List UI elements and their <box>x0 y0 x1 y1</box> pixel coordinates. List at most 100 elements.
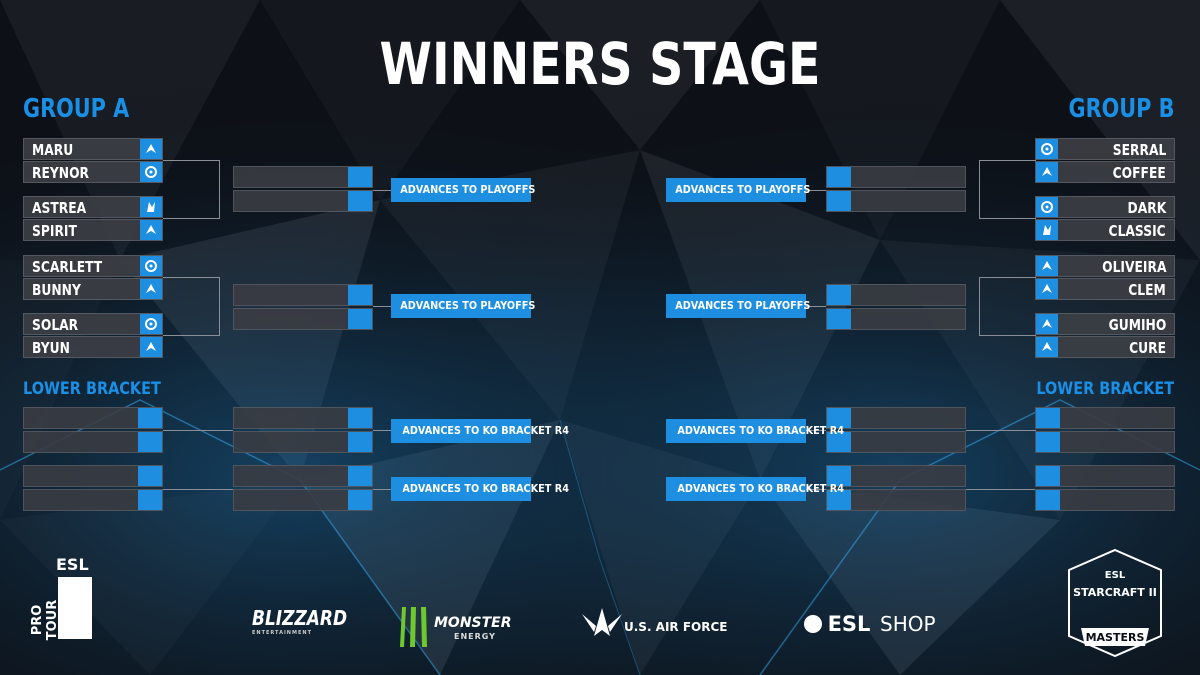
connector-line <box>806 430 826 431</box>
sc2-masters-logo: ESL STARCRAFT II MASTERS <box>1065 548 1165 658</box>
advances-ko-label: ADVANCES TO KO BRACKET R4 <box>666 419 844 443</box>
connector-line <box>979 160 1036 161</box>
score-box <box>827 309 851 329</box>
player-slot-reynor: REYNOR <box>23 161 163 183</box>
match-slot <box>1035 465 1175 487</box>
connector-line <box>373 306 391 307</box>
energy-text: ENERGY <box>454 632 496 641</box>
score-box <box>827 466 851 486</box>
score-box <box>138 490 162 510</box>
player-name: CURE <box>1129 339 1166 357</box>
connector-line <box>373 190 391 191</box>
match-slot <box>233 489 373 511</box>
match-slot <box>233 465 373 487</box>
blizzard-text: BLIZZARD <box>252 606 348 630</box>
advances-text: ADVANCES TO KO BRACKET R4 <box>677 482 844 495</box>
terran-icon <box>1036 279 1058 299</box>
match-slot <box>23 431 163 453</box>
score-box <box>348 432 372 452</box>
zerg-icon <box>140 162 162 182</box>
terran-icon <box>1036 256 1058 276</box>
player-name: CLASSIC <box>1108 222 1166 240</box>
match-slot <box>826 489 966 511</box>
match-slot <box>1035 431 1175 453</box>
air-force-wings-icon <box>582 608 622 636</box>
score-box <box>348 408 372 428</box>
player-name: MARU <box>32 141 74 159</box>
shop-text: SHOP <box>880 612 936 636</box>
player-slot-byun: BYUN <box>23 336 163 358</box>
score-box <box>827 408 851 428</box>
match-slot <box>1035 489 1175 511</box>
player-name: COFFEE <box>1112 164 1166 182</box>
advances-playoffs-label: ADVANCES TO PLAYOFFS <box>666 178 810 202</box>
match-slot <box>233 308 373 330</box>
player-slot-spirit: SPIRIT <box>23 219 163 241</box>
score-box <box>138 408 162 428</box>
score-box <box>348 167 372 187</box>
connector-line <box>806 190 826 191</box>
group-b-title: GROUP B <box>1068 94 1175 124</box>
player-slot-oliveira: OLIVEIRA <box>1035 255 1175 277</box>
group-a-title: GROUP A <box>23 94 130 124</box>
terran-icon <box>1036 337 1058 357</box>
connector-line <box>163 218 220 219</box>
player-slot-bunny: BUNNY <box>23 278 163 300</box>
player-name: DARK <box>1127 199 1166 217</box>
player-name: REYNOR <box>32 164 90 182</box>
match-slot <box>23 407 163 429</box>
score-box <box>138 466 162 486</box>
esl-text: ESL <box>827 612 871 636</box>
player-slot-clem: CLEM <box>1035 278 1175 300</box>
connector-line <box>163 277 220 278</box>
advances-text: ADVANCES TO KO BRACKET R4 <box>402 482 569 495</box>
advances-text: ADVANCES TO PLAYOFFS <box>400 183 536 196</box>
score-box <box>138 432 162 452</box>
terran-icon <box>140 279 162 299</box>
blizzard-sub-text: ENTERTAINMENT <box>252 630 312 636</box>
air-force-text: U.S. AIR FORCE <box>624 620 728 634</box>
connector-line <box>219 160 220 219</box>
pro-tour-block <box>58 577 92 639</box>
lower-bracket-title-b: LOWER BRACKET <box>1036 379 1174 399</box>
zerg-icon <box>1036 139 1058 159</box>
connector-line <box>806 306 826 307</box>
esl-pro-tour-logo: ESL PRO TOUR <box>30 555 98 640</box>
terran-icon <box>1036 162 1058 182</box>
player-slot-serral: SERRAL <box>1035 138 1175 160</box>
blizzard-logo: BLIZZARD ENTERTAINMENT <box>252 606 364 636</box>
connector-line <box>966 489 1036 490</box>
advances-text: ADVANCES TO PLAYOFFS <box>400 299 536 312</box>
score-box <box>348 466 372 486</box>
score-box <box>348 285 372 305</box>
advances-text: ADVANCES TO KO BRACKET R4 <box>402 424 569 437</box>
esl-text: ESL <box>56 555 89 574</box>
match-slot <box>23 489 163 511</box>
player-slot-maru: MARU <box>23 138 163 160</box>
player-slot-gumiho: GUMIHO <box>1035 313 1175 335</box>
player-name: GUMIHO <box>1108 316 1166 334</box>
advances-text: ADVANCES TO PLAYOFFS <box>675 299 811 312</box>
score-box <box>348 191 372 211</box>
terran-icon <box>140 337 162 357</box>
masters-badge-icon <box>1068 548 1162 658</box>
terran-icon <box>140 220 162 240</box>
player-name: SPIRIT <box>32 222 77 240</box>
monster-claw-icon <box>400 607 427 647</box>
connector-line <box>163 430 233 431</box>
connector-line <box>979 335 1036 336</box>
player-name: SCARLETT <box>32 258 103 276</box>
connector-line <box>979 218 1036 219</box>
advances-ko-label: ADVANCES TO KO BRACKET R4 <box>391 477 569 501</box>
score-box <box>827 490 851 510</box>
match-slot <box>233 190 373 212</box>
advances-text: ADVANCES TO KO BRACKET R4 <box>677 424 844 437</box>
zerg-icon <box>140 314 162 334</box>
esl-circle-icon <box>804 615 822 633</box>
match-slot <box>23 465 163 487</box>
connector-line <box>806 489 826 490</box>
terran-icon <box>140 139 162 159</box>
player-name: SERRAL <box>1112 141 1166 159</box>
